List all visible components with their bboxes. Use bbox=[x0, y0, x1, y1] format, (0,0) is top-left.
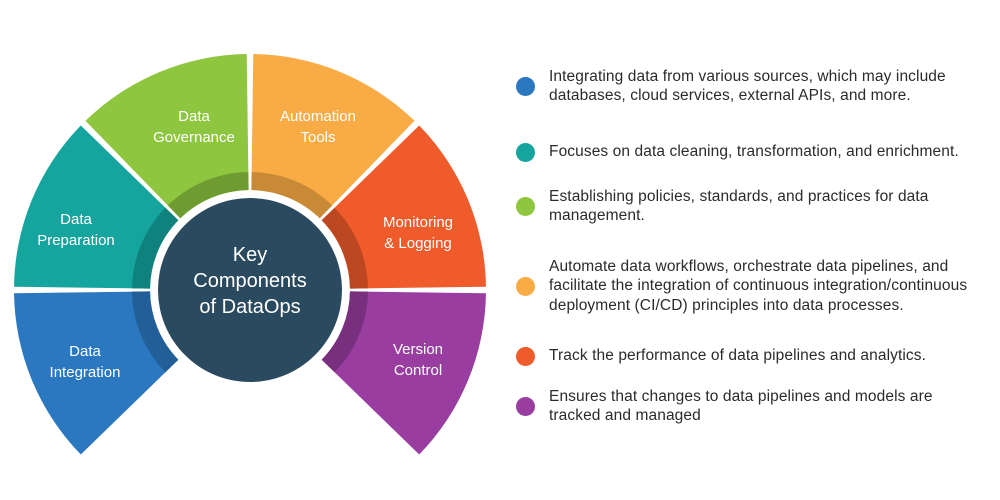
legend-text-governance: Establishing policies, standards, and pr… bbox=[549, 187, 929, 225]
legend-dot-preparation bbox=[516, 142, 535, 162]
legend-dot-automation bbox=[516, 276, 535, 296]
legend-item-version: Ensures that changes to data pipelines a… bbox=[510, 386, 990, 426]
legend-text-preparation: Focuses on data cleaning, transformation… bbox=[549, 143, 959, 161]
legend-text-monitoring: Track the performance of data pipelines … bbox=[549, 347, 927, 365]
legend-item-integration: Integrating data from various sources, w… bbox=[510, 56, 990, 116]
segment-preparation bbox=[14, 125, 179, 289]
legend-item-governance: Establishing policies, standards, and pr… bbox=[510, 186, 990, 226]
legend-item-preparation: Focuses on data cleaning, transformation… bbox=[510, 132, 990, 172]
segment-label-monitoring: Monitoring& Logging bbox=[383, 214, 453, 252]
segment-integration bbox=[14, 291, 179, 455]
segment-band-governance bbox=[167, 172, 249, 219]
legend-dot-governance bbox=[516, 196, 535, 216]
legend-text-integration: Integrating data from various sources, w… bbox=[549, 67, 946, 105]
legend-dot-monitoring bbox=[516, 346, 535, 366]
segment-monitoring bbox=[321, 125, 486, 289]
legend-text-automation: Automate data workflows, orchestrate dat… bbox=[549, 257, 968, 314]
hub-circle bbox=[158, 198, 342, 382]
legend: Integrating data from various sources, w… bbox=[510, 0, 990, 500]
segment-band-integration bbox=[132, 291, 179, 373]
legend-item-automation: Automate data workflows, orchestrate dat… bbox=[510, 246, 990, 326]
legend-text-version: Ensures that changes to data pipelines a… bbox=[549, 387, 933, 425]
segment-governance bbox=[85, 54, 249, 219]
segment-band-automation bbox=[251, 172, 333, 219]
segment-automation bbox=[251, 54, 415, 219]
legend-item-monitoring: Track the performance of data pipelines … bbox=[510, 346, 990, 366]
segment-band-monitoring bbox=[321, 207, 368, 289]
legend-dot-version bbox=[516, 396, 535, 416]
legend-dot-integration bbox=[516, 76, 535, 96]
segment-band-preparation bbox=[132, 207, 179, 289]
segment-band-version bbox=[321, 291, 368, 373]
segment-version bbox=[321, 291, 486, 455]
